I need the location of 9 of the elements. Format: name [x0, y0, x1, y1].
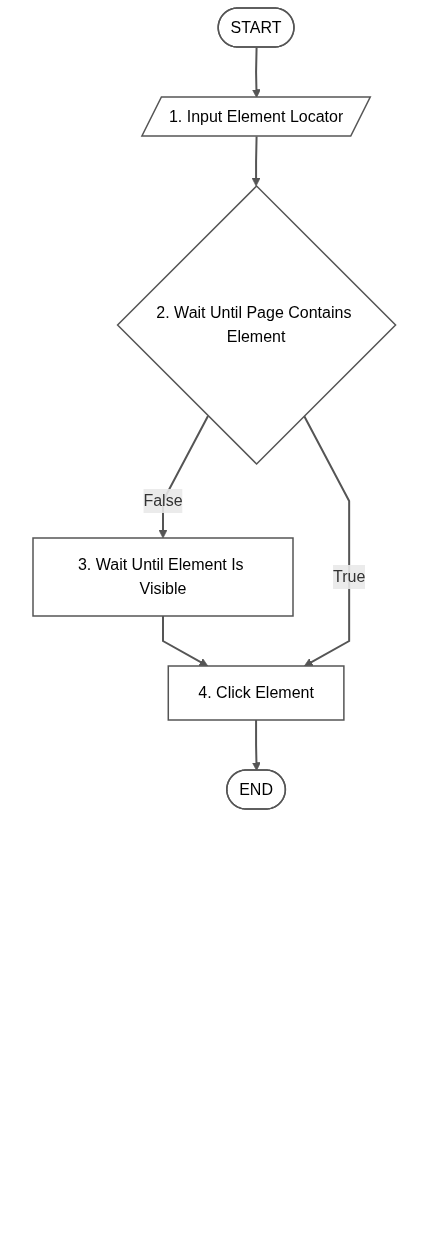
edge-label: False [143, 492, 183, 509]
arrow [251, 46, 261, 98]
node-box: 4. Click Element [167, 665, 345, 721]
arrow [302, 414, 350, 667]
node-diamond: 2. Wait Until Page Contains Element [116, 184, 397, 466]
node-box: 3. Wait Until Element Is Visible [31, 537, 294, 617]
arrow [161, 615, 208, 667]
edge-label: True [332, 568, 366, 585]
arrow [251, 719, 261, 771]
